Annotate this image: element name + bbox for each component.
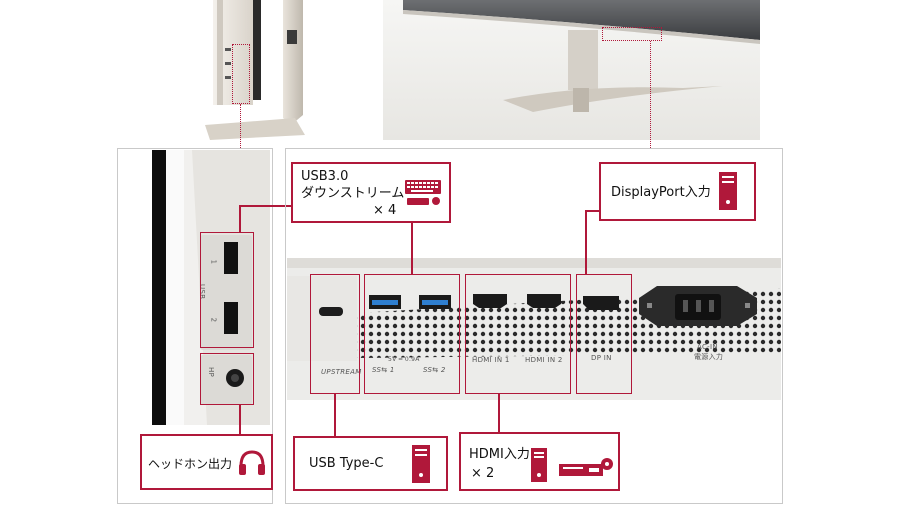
usb-downstream-callout: USB3.0 ダウンストリーム × 4	[291, 162, 451, 223]
hdmi-ports-box	[465, 274, 571, 394]
disc-player-icon	[559, 456, 615, 478]
hdmi-connector	[498, 394, 500, 433]
dp-connector-h	[585, 210, 599, 212]
dp-label: DP IN	[591, 354, 612, 362]
usbc-connector	[334, 394, 336, 437]
usb-typec-title: USB Type-C	[309, 456, 384, 471]
hdmi-title: HDMI入力	[469, 447, 530, 462]
headphone-title: ヘッドホン出力	[148, 457, 233, 471]
hdmi-count: × 2	[471, 466, 495, 481]
upstream-label: UPSTREAM	[321, 368, 362, 376]
usb-downstream-subtitle: ダウンストリーム	[301, 186, 405, 201]
monitor-stand-photo	[383, 0, 760, 140]
rear-panel-photo	[287, 258, 781, 400]
displayport-title: DisplayPort入力	[611, 185, 711, 200]
pc-tower-icon	[719, 172, 737, 210]
dp-port-box	[576, 274, 632, 394]
usb-down-connector	[411, 222, 413, 274]
monitor-side-photo	[195, 0, 310, 145]
side-usb-connector-h	[239, 205, 291, 207]
headphones-icon	[237, 448, 267, 478]
side-usb-ports-box	[200, 232, 254, 348]
side-closeup-frame	[117, 148, 273, 504]
headphone-callout: ヘッドホン出力	[140, 434, 273, 490]
usbc-port-box	[310, 274, 360, 394]
usb-downstream-title: USB3.0	[301, 169, 349, 184]
usb-typec-callout: USB Type-C	[293, 436, 448, 491]
side-closeup-photo	[152, 150, 270, 425]
side-ports-highlight	[232, 44, 250, 104]
usb-power-label: 5V ═ 0.9A	[388, 356, 420, 363]
side-usb-connector-v	[239, 205, 241, 233]
displayport-callout: DisplayPort入力	[599, 162, 756, 221]
dp-connector-v	[585, 210, 587, 274]
pc-tower-icon	[531, 448, 547, 482]
hdmi2-label: HDMI IN 2	[525, 356, 563, 364]
rear-closeup-frame	[285, 148, 783, 504]
usb-ports-box	[364, 274, 460, 394]
usb-downstream-count: × 4	[373, 203, 397, 218]
pc-tower-icon	[412, 445, 430, 483]
side-hp-port-box	[200, 353, 254, 405]
side-hp-connector	[239, 405, 241, 434]
side-dotted-leader	[240, 104, 241, 148]
keyboard-mouse-icon	[405, 178, 445, 206]
usb-port2-label: SS⇆ 2	[423, 366, 446, 374]
back-dotted-leader	[650, 41, 651, 148]
usb-port1-label: SS⇆ 1	[372, 366, 395, 374]
ac-in-jp-label: 電源入力	[694, 353, 724, 361]
hdmi-callout: HDMI入力 × 2	[459, 432, 620, 491]
back-ports-highlight	[602, 27, 662, 41]
hdmi1-label: HDMI IN 1	[472, 356, 510, 364]
ac-in-label: AC-IN	[697, 343, 718, 351]
